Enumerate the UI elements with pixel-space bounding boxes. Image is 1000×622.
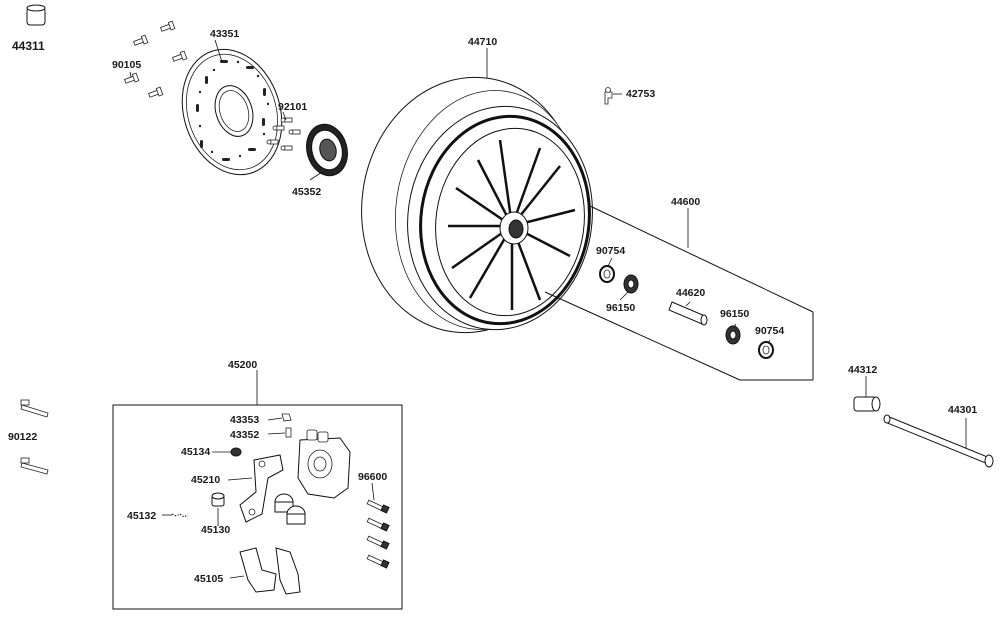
part-96150-bearing-right (725, 325, 741, 345)
leader-lines (129, 39, 967, 579)
label-90122: 90122 (8, 431, 37, 443)
part-labels: 44311 43351 90105 92101 45352 44710 4275… (8, 28, 977, 585)
part-44600-bracket-lines (544, 205, 814, 381)
part-45105-brake-pads (239, 547, 301, 595)
label-42753: 42753 (626, 88, 655, 100)
part-44301-axle (883, 414, 994, 468)
label-44600: 44600 (671, 196, 700, 208)
part-45130-pin (211, 492, 225, 507)
part-43353-bleeder (281, 413, 292, 422)
label-90105: 90105 (112, 59, 141, 71)
part-90105-bolts (124, 20, 188, 98)
part-90122-bolts (20, 399, 49, 475)
label-45134: 45134 (181, 446, 210, 458)
part-96150-bearing-left (623, 274, 639, 294)
part-42753-valve (604, 87, 613, 105)
label-44312: 44312 (848, 364, 877, 376)
label-43351: 43351 (210, 28, 239, 40)
label-45132: 45132 (127, 510, 156, 522)
part-90754-seal-left (599, 265, 615, 283)
part-43351-brake-disc (181, 48, 283, 176)
label-45200: 45200 (228, 359, 257, 371)
label-45130: 45130 (201, 524, 230, 536)
part-45210-bracket (239, 454, 284, 523)
label-96150-left: 96150 (606, 302, 635, 314)
part-44620-collar (668, 301, 708, 326)
part-90754-seal-right (758, 341, 774, 359)
label-45210: 45210 (191, 474, 220, 486)
part-44312-spacer (853, 396, 881, 412)
label-45105: 45105 (194, 573, 223, 585)
part-caliper-body (297, 429, 351, 499)
part-45352-sensor-ring (306, 123, 348, 177)
label-96150-right: 96150 (720, 308, 749, 320)
caliper-assembly-box (112, 404, 403, 610)
label-90754-right: 90754 (755, 325, 784, 337)
label-43353: 43353 (230, 414, 259, 426)
part-92101-bolts (266, 117, 301, 151)
part-45132-spring (171, 513, 189, 518)
label-44620: 44620 (676, 287, 705, 299)
label-90754-left: 90754 (596, 245, 625, 257)
label-92101: 92101 (278, 101, 307, 113)
label-43352: 43352 (230, 429, 259, 441)
label-44311: 44311 (12, 39, 45, 53)
part-caliper-pistons (274, 493, 306, 525)
label-44710: 44710 (468, 36, 497, 48)
label-44301: 44301 (948, 404, 977, 416)
part-44710-tire-wheel (361, 76, 593, 334)
label-96600: 96600 (358, 471, 387, 483)
part-44311-spacer (26, 4, 46, 26)
part-43352-cap (285, 427, 292, 438)
part-96600-bolts (366, 499, 390, 569)
label-45352: 45352 (292, 186, 321, 198)
part-45134-ring (230, 447, 242, 457)
